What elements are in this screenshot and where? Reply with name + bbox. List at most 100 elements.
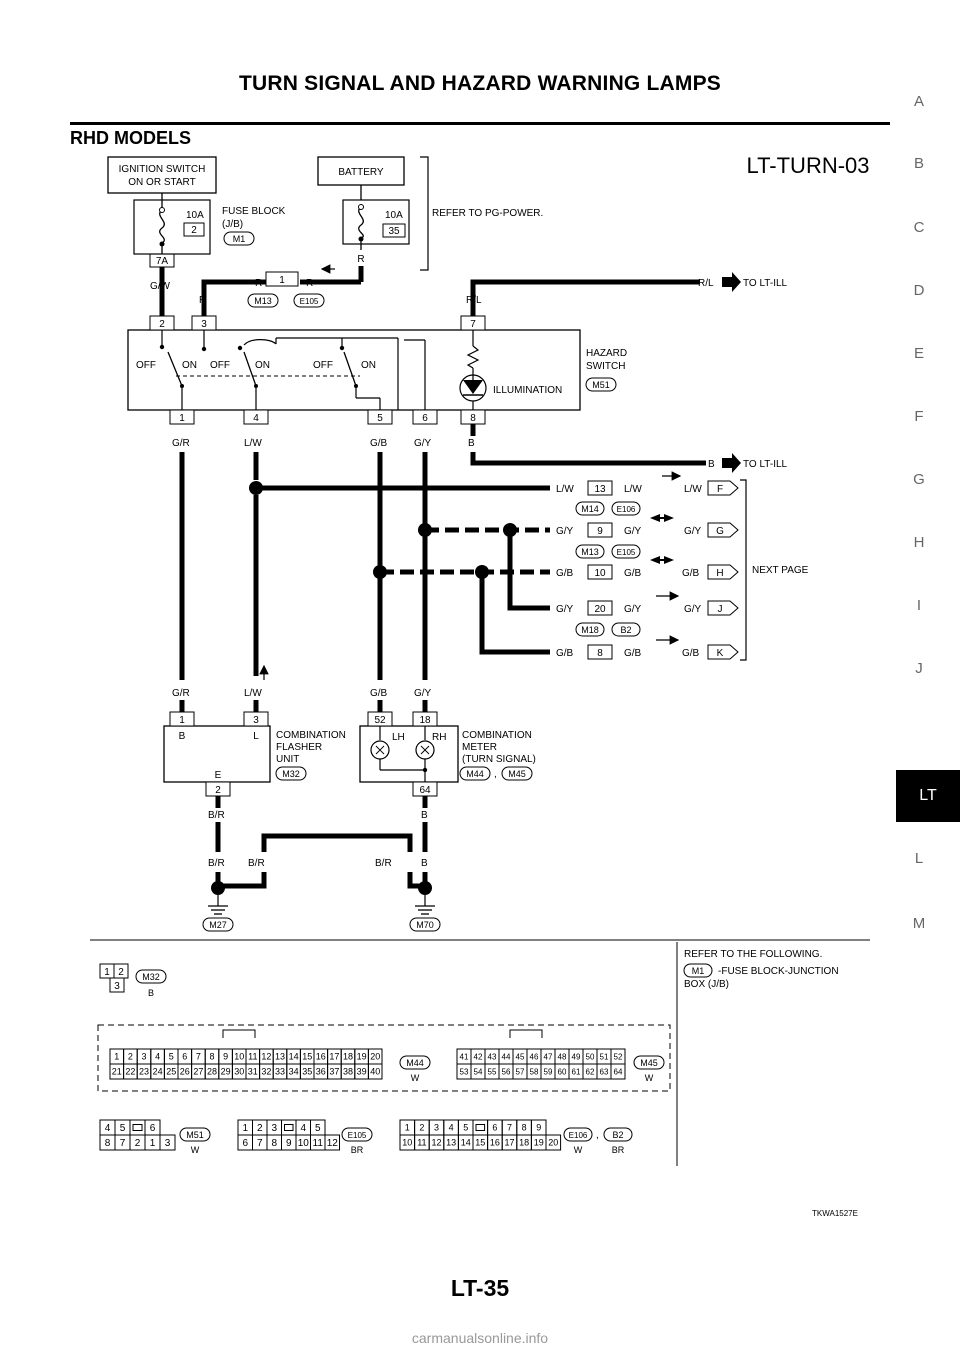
side-tab-b[interactable]: B: [913, 155, 924, 172]
diagram-code: LT-TURN-03: [746, 153, 869, 178]
m51-cell-label: 8: [105, 1138, 111, 1149]
wire-br-1: B/R: [208, 810, 225, 821]
illumination-label: ILLUMINATION: [493, 385, 562, 396]
fuse-block-label-1: FUSE BLOCK: [222, 206, 286, 217]
to-lt-ill-2: TO LT-ILL: [743, 459, 788, 470]
meter-rh: RH: [432, 732, 446, 743]
meter-lh: LH: [392, 732, 405, 743]
fuse-1: 10A 2 7A: [133, 193, 211, 268]
conn-m1-label: M1: [233, 234, 246, 244]
m51-cell-label: 5: [120, 1123, 126, 1134]
side-tab-l[interactable]: L: [914, 850, 924, 867]
hz-off-3: OFF: [313, 360, 333, 371]
side-tab-i[interactable]: I: [916, 597, 922, 614]
m44-cell-label: 30: [234, 1067, 244, 1077]
side-tab-j[interactable]: J: [915, 660, 923, 677]
side-tab-a[interactable]: A: [913, 93, 924, 110]
m44-cell-label: 24: [153, 1067, 163, 1077]
m44-cell-label: 32: [261, 1067, 271, 1077]
m44-cell-label: 2: [128, 1052, 133, 1062]
m32-color: B: [148, 988, 154, 998]
flasher-e: E: [215, 770, 222, 781]
m45-cell-label: 53: [460, 1067, 469, 1076]
m44-cell-label: 20: [370, 1052, 380, 1062]
refer-following-1: REFER TO THE FOLLOWING.: [684, 949, 822, 960]
m44-cell-label: 23: [139, 1067, 149, 1077]
flasher-pin-2: 2: [215, 785, 221, 796]
e106-cell-label: 8: [522, 1123, 527, 1133]
m45-cell-label: 58: [530, 1067, 539, 1076]
refer-following-3: BOX (J/B): [684, 979, 729, 990]
conn-e106-label: E106: [617, 505, 636, 514]
fuse-2: 10A 35: [342, 185, 410, 250]
wire-b-ill: B: [708, 459, 715, 470]
title-rule: [70, 122, 890, 125]
m44-cell-label: 4: [155, 1052, 160, 1062]
m44-cell-label: 28: [207, 1067, 217, 1077]
m45-cell-label: 62: [586, 1067, 595, 1076]
hazard-pin-6: 6: [422, 413, 428, 424]
wire-lw-f-left: L/W: [556, 484, 574, 495]
m45-cell-label: 42: [474, 1052, 483, 1061]
m45-cell-label: 56: [502, 1067, 511, 1076]
m45-cell-label: 43: [488, 1052, 497, 1061]
conn-m13-label-mid: M13: [581, 547, 599, 557]
m32-cell-2: 2: [118, 967, 124, 978]
side-tab-h[interactable]: H: [913, 534, 925, 551]
m51-conn-label: M51: [186, 1130, 204, 1140]
m45-cell-label: 52: [614, 1052, 623, 1061]
m45-cell-label: 59: [544, 1067, 553, 1076]
m44-cell-label: 3: [141, 1052, 146, 1062]
image-code: TKWA1527E: [812, 1209, 858, 1218]
conn-e105-label-top: E105: [300, 297, 319, 306]
m51-cell-label: 4: [105, 1123, 111, 1134]
e106-cell-label: 4: [449, 1123, 454, 1133]
wire-r-pin3: R: [199, 295, 206, 306]
wire-b-ground-2: B: [421, 858, 428, 869]
m51-cell: [129, 1119, 146, 1136]
e106-cell: [472, 1119, 489, 1136]
offpage-j: J: [718, 604, 723, 615]
m44-cell-label: 36: [316, 1067, 326, 1077]
m44-cell-label: 7: [196, 1052, 201, 1062]
side-tab-lt-active[interactable]: LT: [896, 770, 960, 822]
conn-m51-label: M51: [592, 380, 610, 390]
e106-cell-label: 1: [405, 1123, 410, 1133]
wire-br-2: B/R: [208, 858, 225, 869]
side-tab-m[interactable]: M: [912, 915, 926, 932]
flasher-unit: 1 3 2 B L E: [163, 711, 271, 797]
hazard-pin-1: 1: [179, 413, 185, 424]
m32-cell-1: 1: [104, 967, 110, 978]
hazard-pin-4: 4: [253, 413, 259, 424]
wire-gb-top: G/B: [370, 438, 388, 449]
wire-br-3: B/R: [248, 858, 265, 869]
inline-pin-1: 1: [279, 275, 285, 286]
m51-cell-label: 6: [150, 1123, 156, 1134]
side-tab-e[interactable]: E: [913, 345, 924, 362]
e105-cell: [324, 1134, 340, 1151]
arrow-to-lt-ill-1: [722, 272, 741, 292]
conn-m1-badge: [223, 231, 255, 246]
side-tab-d[interactable]: D: [913, 282, 925, 299]
m51-cell-label: 3: [165, 1138, 171, 1149]
e105-cell-label: 11: [313, 1138, 324, 1149]
conn-m70-label: M70: [416, 920, 434, 930]
m44-cell-label: 15: [302, 1052, 312, 1062]
offpage-k: K: [717, 648, 724, 659]
conn-m44-label: M44: [466, 769, 484, 779]
side-tab-f[interactable]: F: [914, 408, 924, 425]
ignition-label-2: ON OR START: [128, 177, 195, 188]
m45-cell-label: 54: [474, 1067, 483, 1076]
e105-cell-label: 9: [286, 1138, 292, 1149]
m45-cell-label: 46: [530, 1052, 539, 1061]
pin-20: 20: [594, 604, 606, 615]
wire-b-ground-1: B: [421, 810, 428, 821]
m45-cell-label: 63: [600, 1067, 609, 1076]
hz-off-2: OFF: [210, 360, 230, 371]
side-tab-g[interactable]: G: [913, 471, 925, 488]
side-tab-c[interactable]: C: [913, 219, 925, 236]
e106-cell-label: 14: [461, 1138, 471, 1148]
fuse1-term: 7A: [156, 256, 169, 267]
hz-on-1: ON: [182, 360, 197, 371]
